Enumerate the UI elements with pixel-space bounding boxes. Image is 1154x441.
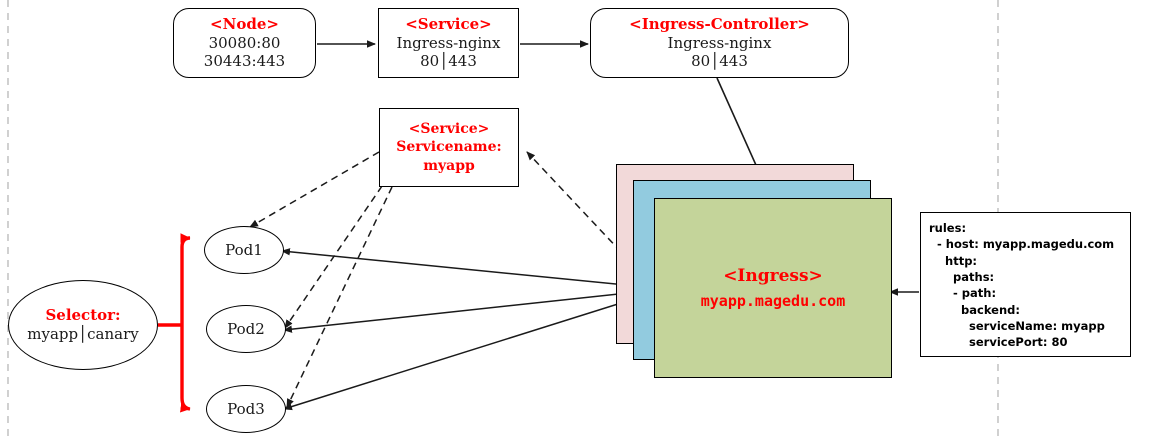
pod-3[interactable]: Pod3 bbox=[206, 385, 286, 433]
rules-line-0: rules: bbox=[929, 221, 967, 235]
service-nginx-title: <Service> bbox=[405, 15, 492, 34]
service-myapp-line2: myapp bbox=[423, 157, 475, 174]
arrow-ingress-to-pod3 bbox=[283, 291, 657, 411]
ingress-controller-title: <Ingress-Controller> bbox=[629, 15, 810, 34]
rules-line-5: backend: bbox=[929, 302, 1020, 317]
ingress-controller-line1: Ingress-nginx bbox=[667, 33, 772, 52]
ingress-controller-line2: 80│443 bbox=[691, 51, 748, 70]
dashed-service-myapp-to-pod1 bbox=[249, 151, 380, 228]
selector-bracket-spine-down bbox=[179, 325, 191, 413]
service-nginx-line2: 80│443 bbox=[420, 51, 477, 70]
service-myapp-box[interactable]: <Service> Servicename: myapp bbox=[379, 108, 519, 187]
selector-box[interactable]: Selector: myapp│canary bbox=[8, 280, 158, 370]
service-nginx-box[interactable]: <Service> Ingress-nginx 80│443 bbox=[378, 8, 519, 78]
rules-box[interactable]: rules: - host: myapp.magedu.com http: pa… bbox=[920, 212, 1131, 357]
node-box-title: <Node> bbox=[210, 15, 279, 34]
node-box-line2: 30443:443 bbox=[203, 51, 286, 70]
service-myapp-line1: Servicename: bbox=[396, 139, 502, 156]
rules-line-3: paths: bbox=[929, 269, 995, 284]
rules-line-4: - path: bbox=[929, 286, 997, 301]
rules-line-1: - host: myapp.magedu.com bbox=[929, 237, 1115, 252]
pod-1[interactable]: Pod1 bbox=[204, 226, 284, 274]
service-nginx-line1: Ingress-nginx bbox=[396, 33, 501, 52]
pod-3-label: Pod3 bbox=[227, 400, 265, 418]
selector-line1: myapp│canary bbox=[27, 325, 139, 343]
selector-title: Selector: bbox=[45, 306, 121, 325]
ingress-card-front[interactable]: <Ingress> myapp.magedu.com bbox=[654, 198, 892, 378]
ingress-card-host: myapp.magedu.com bbox=[700, 291, 846, 310]
ingress-controller-box[interactable]: <Ingress-Controller> Ingress-nginx 80│44… bbox=[590, 8, 849, 78]
pod-2[interactable]: Pod2 bbox=[206, 305, 286, 353]
arrow-ingress-to-pod1 bbox=[281, 248, 657, 289]
arrow-ingress-to-pod2 bbox=[283, 289, 657, 333]
rules-line-2: http: bbox=[929, 253, 978, 268]
dashed-service-myapp-to-pod3 bbox=[286, 186, 393, 408]
node-box[interactable]: <Node> 30080:80 30443:443 bbox=[173, 8, 316, 78]
rules-line-7: servicePort: 80 bbox=[929, 335, 1068, 350]
service-myapp-title: <Service> bbox=[408, 121, 490, 138]
rules-line-6: serviceName: myapp bbox=[929, 318, 1105, 333]
dashed-service-myapp-to-pod2 bbox=[284, 185, 383, 329]
selector-bracket-spine bbox=[180, 233, 191, 325]
pod-2-label: Pod2 bbox=[227, 320, 265, 338]
node-box-line1: 30080:80 bbox=[208, 33, 281, 52]
pod-1-label: Pod1 bbox=[225, 241, 263, 259]
ingress-card-title: <Ingress> bbox=[723, 266, 823, 286]
